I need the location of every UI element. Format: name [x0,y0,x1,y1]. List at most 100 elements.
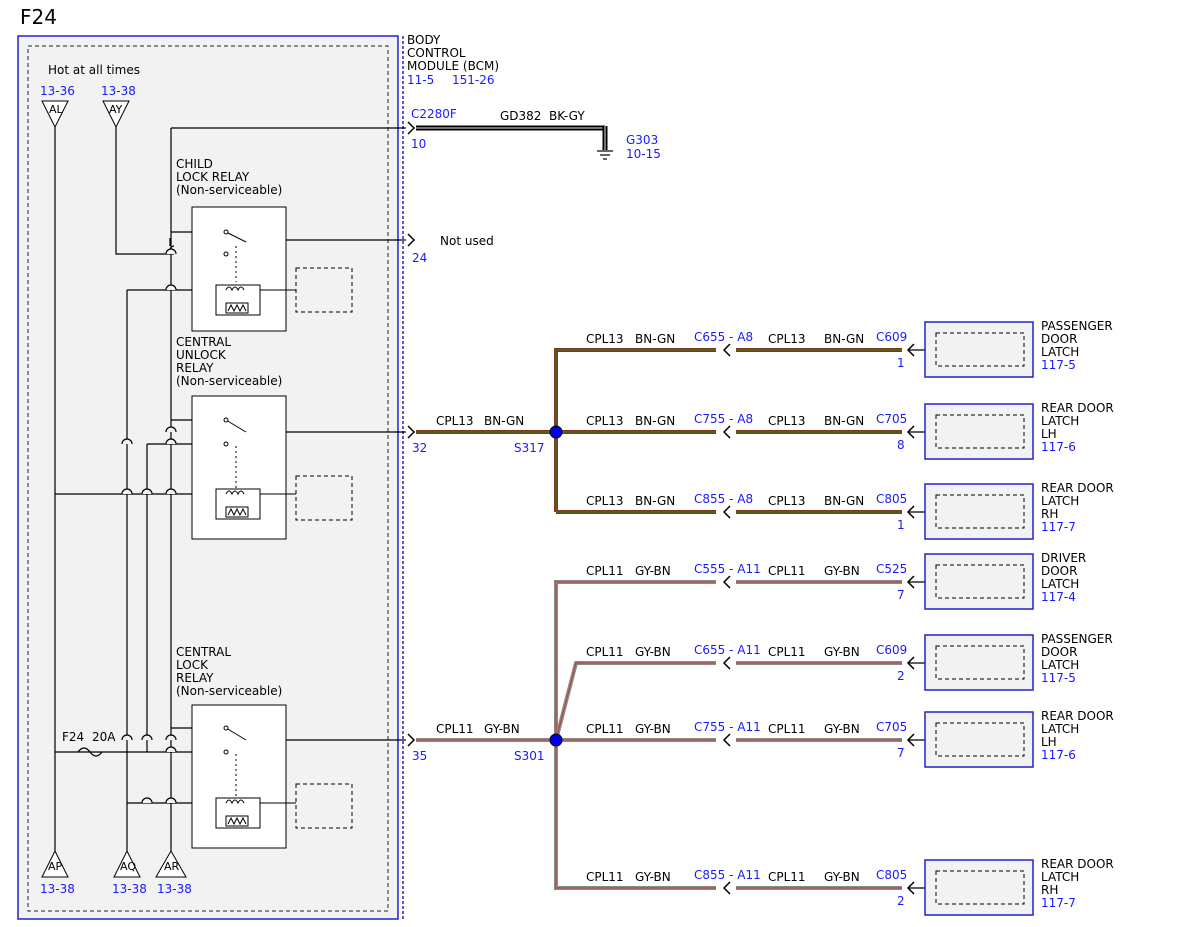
unlock-inline-connector-2: C855 - A8 [694,492,753,506]
unlock-device-connector-0: C609 [876,330,907,344]
lock-main-color: GY-BN [484,722,520,736]
lock-device-pin-3: 2 [897,894,905,908]
fuse-rating: 20A [92,730,116,744]
unlock-device-box-2 [924,483,1034,540]
lock-main-circuit: CPL11 GY-BN 35 S301 [412,580,558,890]
lock-device-connector-0: C525 [876,562,907,576]
unlock-right-circuit-0: CPL13 [768,332,806,346]
unlock-device-name-0-0: PASSENGER [1041,319,1113,333]
lock-relay-label-3: RELAY [176,671,214,685]
unlock-relay-label-3: RELAY [176,361,214,375]
bcm-name-line-3: MODULE (BCM) [407,59,499,73]
unlock-device-ref-2: 117-7 [1041,520,1076,534]
lock-device-ref-1: 117-5 [1041,671,1076,685]
input-ay-label: AY [109,103,123,116]
lock-left-circuit-0: CPL11 [586,564,624,578]
ground-pin: 10 [411,137,426,151]
lock-main-circuit-id: CPL11 [436,722,474,736]
lock-relay-label-1: CENTRAL [176,645,231,659]
unlock-main-circuit: CPL13 BN-GN 32 S317 [412,348,558,512]
input-ay-ref: 13-38 [101,84,136,98]
lock-device-name-3-1: LATCH [1041,870,1079,884]
lock-left-color-1: GY-BN [635,645,671,659]
input-al-label: AL [49,103,64,116]
input-al-triangle [41,100,69,129]
lock-right-circuit-2: CPL11 [768,722,806,736]
child-relay-label-1: CHILD [176,157,213,171]
unlock-device-ref-1: 117-6 [1041,440,1076,454]
unlock-main-pin: 32 [412,441,427,455]
lock-inline-chevron-2 [722,733,731,747]
lock-device-box-0 [924,553,1034,610]
unlock-device-name-1-2: LH [1041,427,1057,441]
unlock-left-color-2: BN-GN [635,494,675,508]
lock-left-color-2: GY-BN [635,722,671,736]
bcm-pin-chevrons [407,121,416,747]
unlock-left-color-1: BN-GN [635,414,675,428]
not-used-pin-number: 24 [412,251,427,265]
lock-right-circuit-3: CPL11 [768,870,806,884]
fuse-f24: F24 20A [62,730,116,757]
lock-relay-label-2: LOCK [176,658,209,672]
wire-crossovers [121,248,177,804]
unlock-main-color: BN-GN [484,414,524,428]
ground-id: G303 [626,133,658,147]
output-ap-ref: 13-38 [40,882,75,896]
lock-main-pin: 35 [412,749,427,763]
lock-device-name-1-1: DOOR [1041,645,1077,659]
lock-left-circuit-3: CPL11 [586,870,624,884]
bcm-name-line-2: CONTROL [407,46,466,60]
central-lock-relay: CENTRAL LOCK RELAY (Non-serviceable) [176,645,353,849]
page-title: F24 [20,5,57,29]
lock-right-color-0: GY-BN [824,564,860,578]
lock-device-name-2-1: LATCH [1041,722,1079,736]
output-aq: AQ 13-38 [112,849,147,896]
lock-left-circuit-1: CPL11 [586,645,624,659]
unlock-right-color-2: BN-GN [824,494,864,508]
unlock-device-connector-2: C805 [876,492,907,506]
not-used-label: Not used [440,234,494,248]
bcm-name-line-1: BODY [407,33,441,47]
unlock-inline-chevron-2 [722,505,731,519]
lock-device-name-3-2: RH [1041,883,1058,897]
lock-device-name-0-1: DOOR [1041,564,1077,578]
unlock-relay-label-2: UNLOCK [176,348,227,362]
not-used-pin: Not used 24 [412,234,494,265]
child-relay-label-3: (Non-serviceable) [176,183,282,197]
lock-device-name-0-0: DRIVER [1041,551,1086,565]
lock-left-circuit-2: CPL11 [586,722,624,736]
lock-device-ref-2: 117-6 [1041,748,1076,762]
lock-right-color-2: GY-BN [824,722,860,736]
unlock-device-pin-0: 1 [897,356,905,370]
ground-wire-color: BK-GY [549,109,585,123]
lock-right-color-1: GY-BN [824,645,860,659]
unlock-device-name-2-0: REAR DOOR [1041,481,1114,495]
lock-device-pin-2: 7 [897,746,905,760]
lock-device-box-1 [924,634,1034,691]
child-lock-relay: CHILD LOCK RELAY (Non-serviceable) [176,157,353,332]
unlock-right-color-0: BN-GN [824,332,864,346]
unlock-inline-chevron-0 [722,343,731,357]
output-aq-triangle [113,849,141,878]
hot-at-all-times-label: Hot at all times [48,63,140,77]
input-ay-triangle [102,100,130,129]
lock-device-ref-0: 117-4 [1041,590,1076,604]
lock-inline-connector-1: C655 - A11 [694,643,761,657]
lock-inline-chevron-1 [722,656,731,670]
lock-device-name-1-0: PASSENGER [1041,632,1113,646]
lock-relay-label-4: (Non-serviceable) [176,684,282,698]
bcm-label: BODY CONTROL MODULE (BCM) 11-5 151-26 [407,33,499,87]
bcm-ref-2: 151-26 [452,73,495,87]
unlock-device-name-1-0: REAR DOOR [1041,401,1114,415]
central-unlock-relay: CENTRAL UNLOCK RELAY (Non-serviceable) [176,335,353,540]
output-ap-label: AP [48,860,63,873]
lock-device-name-0-2: LATCH [1041,577,1079,591]
output-ap-triangle [41,849,69,878]
lock-device-name-2-0: REAR DOOR [1041,709,1114,723]
lock-inline-chevron-3 [722,881,731,895]
